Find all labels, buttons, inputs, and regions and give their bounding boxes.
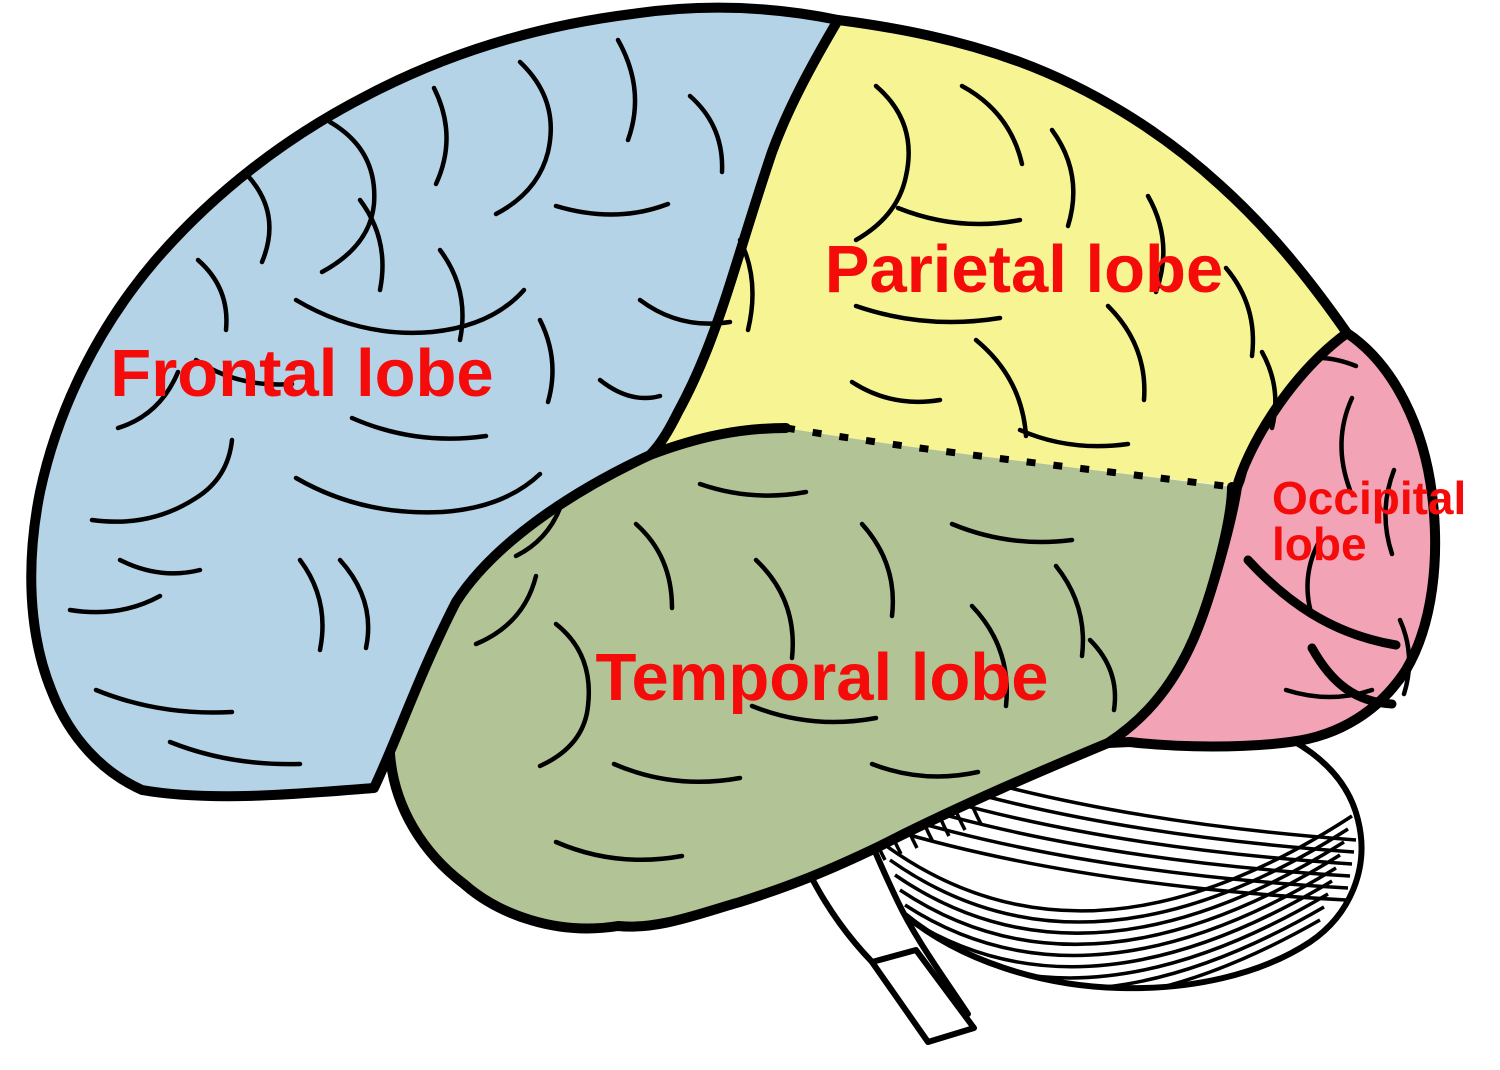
stripe-line <box>904 866 1337 958</box>
frontal-sulcus <box>537 317 555 405</box>
parietal-sulcus <box>1223 265 1256 359</box>
temporal-sulcus <box>1087 637 1118 713</box>
frontal-sulcus <box>297 557 325 653</box>
temporal-sulcus <box>969 603 1009 709</box>
parietal-lobe-region <box>650 20 1347 487</box>
parietal-sulcus <box>853 303 1003 325</box>
labels: Frontal lobe Parietal lobe Temporal lobe… <box>110 232 1466 715</box>
frontal-sulcus <box>553 201 671 217</box>
temporal-sulcus <box>949 521 1075 545</box>
parietal-temporal-dotted-boundary <box>785 424 1233 491</box>
occipital-sulcus <box>1383 467 1397 557</box>
temporal-sulcus <box>749 703 879 725</box>
frontal-lobe-region <box>26 2 843 802</box>
stripe-line <box>883 814 1353 913</box>
frontal-sulcus <box>193 357 295 387</box>
frontal-sulcus <box>293 471 543 515</box>
frontal-sulcus <box>637 297 733 326</box>
frontal-sulcus <box>737 237 755 333</box>
brain-stem-foot <box>869 947 977 1045</box>
temporal-sulcus <box>869 761 981 779</box>
parietal-sulcus <box>959 83 1025 167</box>
frontal-sulcus <box>687 93 725 175</box>
frontal-sulcus <box>115 369 181 431</box>
temporal-lobe-region <box>389 428 1235 929</box>
temporal-sulcus <box>633 521 675 611</box>
frontal-sulcus <box>431 85 449 187</box>
parietal-lobe <box>645 15 1352 492</box>
frontal-sulcus <box>67 593 163 615</box>
temporal-lobe <box>384 423 1237 934</box>
temporal-sulcus <box>697 481 809 498</box>
temporal-sulcus <box>553 839 685 863</box>
temporal-sulcus <box>753 557 795 661</box>
parietal-sulcus <box>1145 193 1166 295</box>
temporal-lobe-label: Temporal lobe <box>596 640 1049 715</box>
parietal-lobe-label: Parietal lobe <box>825 232 1223 307</box>
temporal-sulcus <box>473 573 539 647</box>
frontal-sulcus <box>615 37 638 143</box>
frontal-sulcus <box>195 257 229 333</box>
frontal-sulcus <box>319 119 377 275</box>
occipital-sulcus <box>1397 617 1412 697</box>
parietal-sulcus <box>1049 127 1076 229</box>
frontal-sulcus <box>117 557 203 576</box>
frontal-sulcus <box>89 437 235 524</box>
parietal-sulcus <box>1259 349 1278 431</box>
frontal-sulcus <box>357 197 385 293</box>
temporal-sulcus <box>611 761 743 785</box>
stripe-line <box>899 853 1341 947</box>
frontal-sulcus <box>337 557 371 651</box>
frontal-sulcus <box>93 687 235 715</box>
temporal-sulcus <box>1053 563 1086 659</box>
occipital-lobe-label-line2: lobe <box>1272 518 1367 570</box>
frontal-sulcus <box>437 247 465 343</box>
parietal-sulcus <box>1017 427 1131 449</box>
frontal-sulcus <box>293 287 527 336</box>
frontal-sulcus <box>245 173 272 265</box>
temporal-sulcus <box>537 621 592 769</box>
frontal-sulcus <box>597 377 663 401</box>
parietal-sulcus <box>973 337 1029 439</box>
frontal-lobe <box>26 2 843 802</box>
parietal-sulcus <box>895 205 1023 227</box>
occipital-sulcus <box>1339 395 1355 493</box>
parietal-sulcus <box>849 379 943 405</box>
parietal-sulcus <box>1105 303 1147 403</box>
frontal-sulcus <box>167 739 303 767</box>
occipital-sulcus <box>1283 687 1375 700</box>
stripe-line <box>909 879 1333 969</box>
frontal-sulcus <box>349 415 489 441</box>
frontal-sulcus <box>493 59 553 217</box>
stripe-line <box>894 840 1345 935</box>
occipital-sulcus <box>1305 537 1323 619</box>
stripe-line <box>888 827 1349 924</box>
occipital-sulcus <box>1307 643 1397 709</box>
temporal-sulcus <box>859 521 896 619</box>
occipital-lobe-label-line1: Occipital <box>1272 472 1466 524</box>
frontal-lobe-label: Frontal lobe <box>110 336 493 411</box>
parietal-sulcus <box>853 83 911 243</box>
